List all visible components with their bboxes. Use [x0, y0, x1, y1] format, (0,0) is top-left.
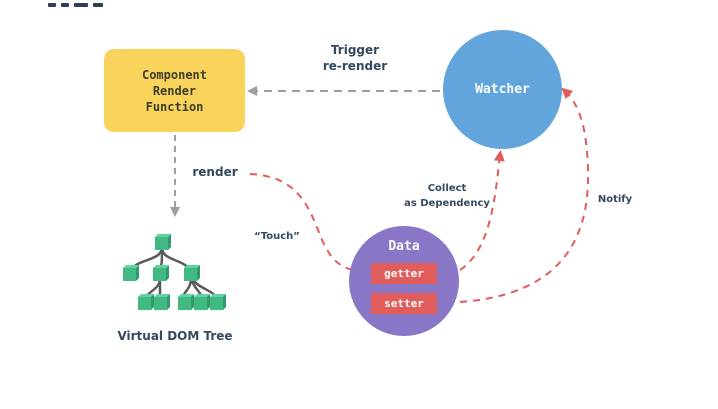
trigger-rerender-label: Trigger re-render: [318, 42, 392, 74]
virtual-dom-tree-label: Virtual DOM Tree: [117, 329, 233, 343]
collect-dependency-label: Collect as Dependency: [400, 181, 494, 211]
watcher-label: Watcher: [475, 82, 530, 97]
component-render-function-node: Component Render Function: [104, 49, 245, 132]
data-node: Data getter setter: [349, 226, 459, 336]
getter-label: getter: [384, 267, 424, 280]
virtual-dom-tree-icon: [123, 234, 226, 310]
setter-pill: setter: [371, 293, 437, 314]
notify-label: Notify: [597, 194, 633, 205]
cropped-header-fragment: [48, 0, 128, 7]
collect-dependency-label-line2: as Dependency: [404, 198, 490, 209]
tree-nodes: [123, 234, 226, 310]
component-render-function-label: Component Render Function: [141, 67, 208, 114]
notify-arrow: [459, 87, 590, 303]
collect-dependency-arrow: [459, 150, 505, 271]
touch-label: “Touch”: [254, 231, 300, 242]
trigger-rerender-label-line2: re-render: [322, 59, 388, 73]
collect-dependency-label-line1: Collect: [427, 183, 467, 194]
setter-label: setter: [384, 297, 424, 310]
render-label: render: [192, 165, 238, 179]
getter-pill: getter: [371, 263, 437, 284]
trigger-rerender-label-line1: Trigger: [330, 43, 380, 57]
touch-arrow: [249, 173, 370, 277]
data-label: Data: [388, 239, 420, 254]
watcher-node: Watcher: [443, 30, 562, 149]
